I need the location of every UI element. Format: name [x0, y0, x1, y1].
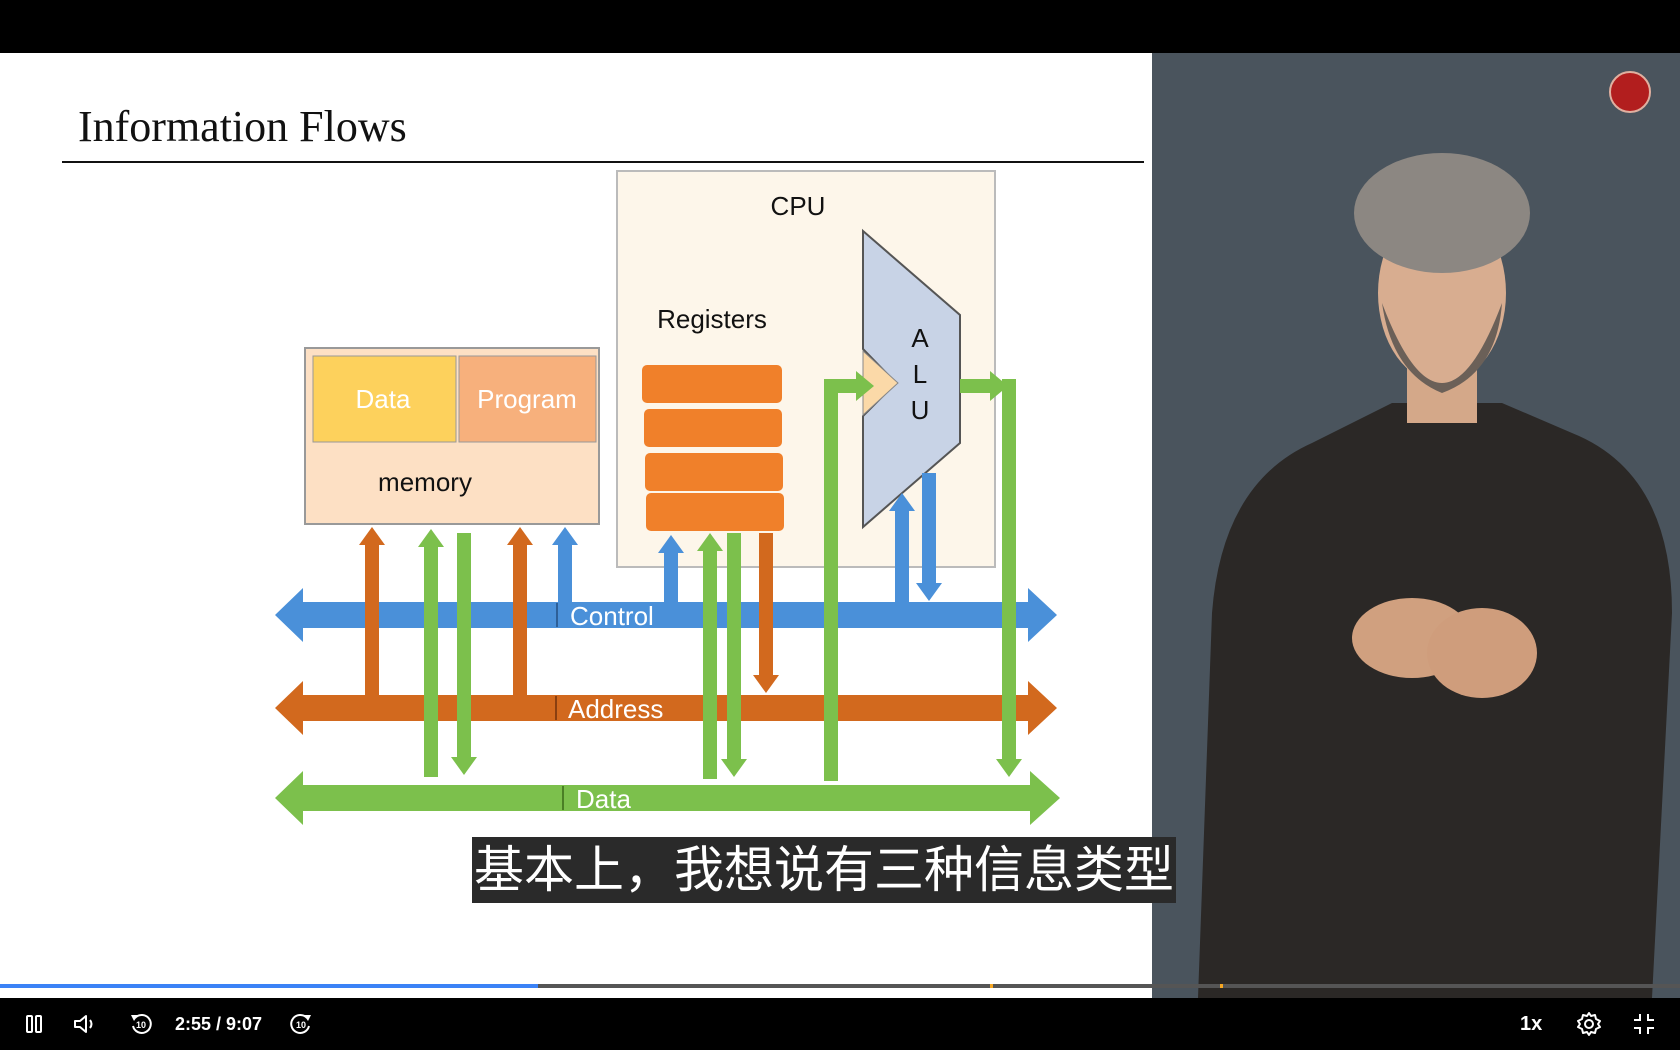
register-1	[642, 365, 782, 403]
chapter-marker[interactable]	[990, 984, 993, 988]
alu-control-arrow-up	[889, 493, 915, 603]
rewind-10-button[interactable]: 10	[124, 1008, 158, 1040]
memory-program-block	[458, 355, 597, 443]
memory-data-arrow-up	[418, 529, 444, 777]
register-address-arrow	[753, 533, 779, 693]
information-flow-diagram: CPU Registers A L U Data Program memory …	[275, 170, 1060, 825]
alu-letter-l: L	[913, 359, 927, 389]
address-bus-label: Address	[568, 694, 663, 724]
volume-button[interactable]	[68, 1008, 102, 1040]
alu-control-arrow-down	[916, 473, 942, 601]
alu-output-arrow	[960, 371, 1022, 777]
presenter-figure	[1198, 153, 1672, 998]
register-control-arrow	[658, 535, 684, 603]
cpu-label: CPU	[771, 191, 826, 221]
alu-input-arrow	[824, 371, 874, 781]
title-divider	[62, 161, 1144, 163]
registers-label: Registers	[657, 304, 767, 334]
register-data-arrow-down	[721, 533, 747, 777]
slide-title: Information Flows	[78, 102, 407, 151]
exit-fullscreen-button[interactable]	[1627, 1008, 1661, 1040]
data-bus	[275, 771, 1060, 825]
memory-program-label: Program	[477, 384, 577, 414]
data-bus-label: Data	[576, 784, 631, 814]
memory-control-arrow	[552, 527, 578, 603]
top-bar	[0, 0, 1680, 53]
register-data-arrow-up	[697, 533, 723, 779]
player-controls: 10 2:55 / 9:07 10 1x	[0, 998, 1680, 1050]
progress-fill	[0, 984, 538, 988]
memory-address-arrow-1	[359, 527, 385, 695]
svg-text:10: 10	[296, 1020, 306, 1030]
chapter-marker[interactable]	[1220, 984, 1223, 988]
memory-label: memory	[378, 467, 472, 497]
settings-icon	[1577, 1012, 1601, 1036]
time-display: 2:55 / 9:07	[175, 1014, 263, 1034]
forward-10-icon: 10	[290, 1013, 311, 1034]
forward-10-button[interactable]: 10	[284, 1008, 318, 1040]
svg-text:10: 10	[136, 1020, 146, 1030]
rewind-10-icon: 10	[131, 1013, 152, 1034]
register-3	[645, 453, 783, 491]
alu-letter-u: U	[911, 395, 930, 425]
address-bus	[275, 681, 1057, 735]
register-2	[644, 409, 782, 447]
volume-icon	[74, 1015, 93, 1033]
settings-button[interactable]	[1572, 1008, 1606, 1040]
memory-data-block	[312, 355, 457, 443]
exit-fullscreen-icon	[1634, 1014, 1654, 1034]
presenter-video-area	[1152, 53, 1680, 998]
pause-button[interactable]	[18, 1008, 50, 1040]
memory-data-arrow-down	[451, 533, 477, 775]
pause-icon	[26, 1015, 42, 1033]
progress-bar[interactable]	[0, 984, 1680, 988]
memory-data-label: Data	[356, 384, 411, 414]
channel-logo-icon	[1609, 71, 1651, 113]
video-player[interactable]: Information Flows CPU Registers A L U Da…	[0, 53, 1680, 998]
playback-speed-button[interactable]: 1x	[1520, 1013, 1543, 1035]
control-bus	[275, 588, 1057, 642]
register-4	[646, 493, 784, 531]
subtitle-caption: 基本上，我想说有三种信息类型	[472, 837, 1176, 903]
alu-letter-a: A	[911, 323, 929, 353]
control-bus-label: Control	[570, 601, 654, 631]
memory-address-arrow-2	[507, 527, 533, 695]
alu-shape	[862, 228, 961, 530]
